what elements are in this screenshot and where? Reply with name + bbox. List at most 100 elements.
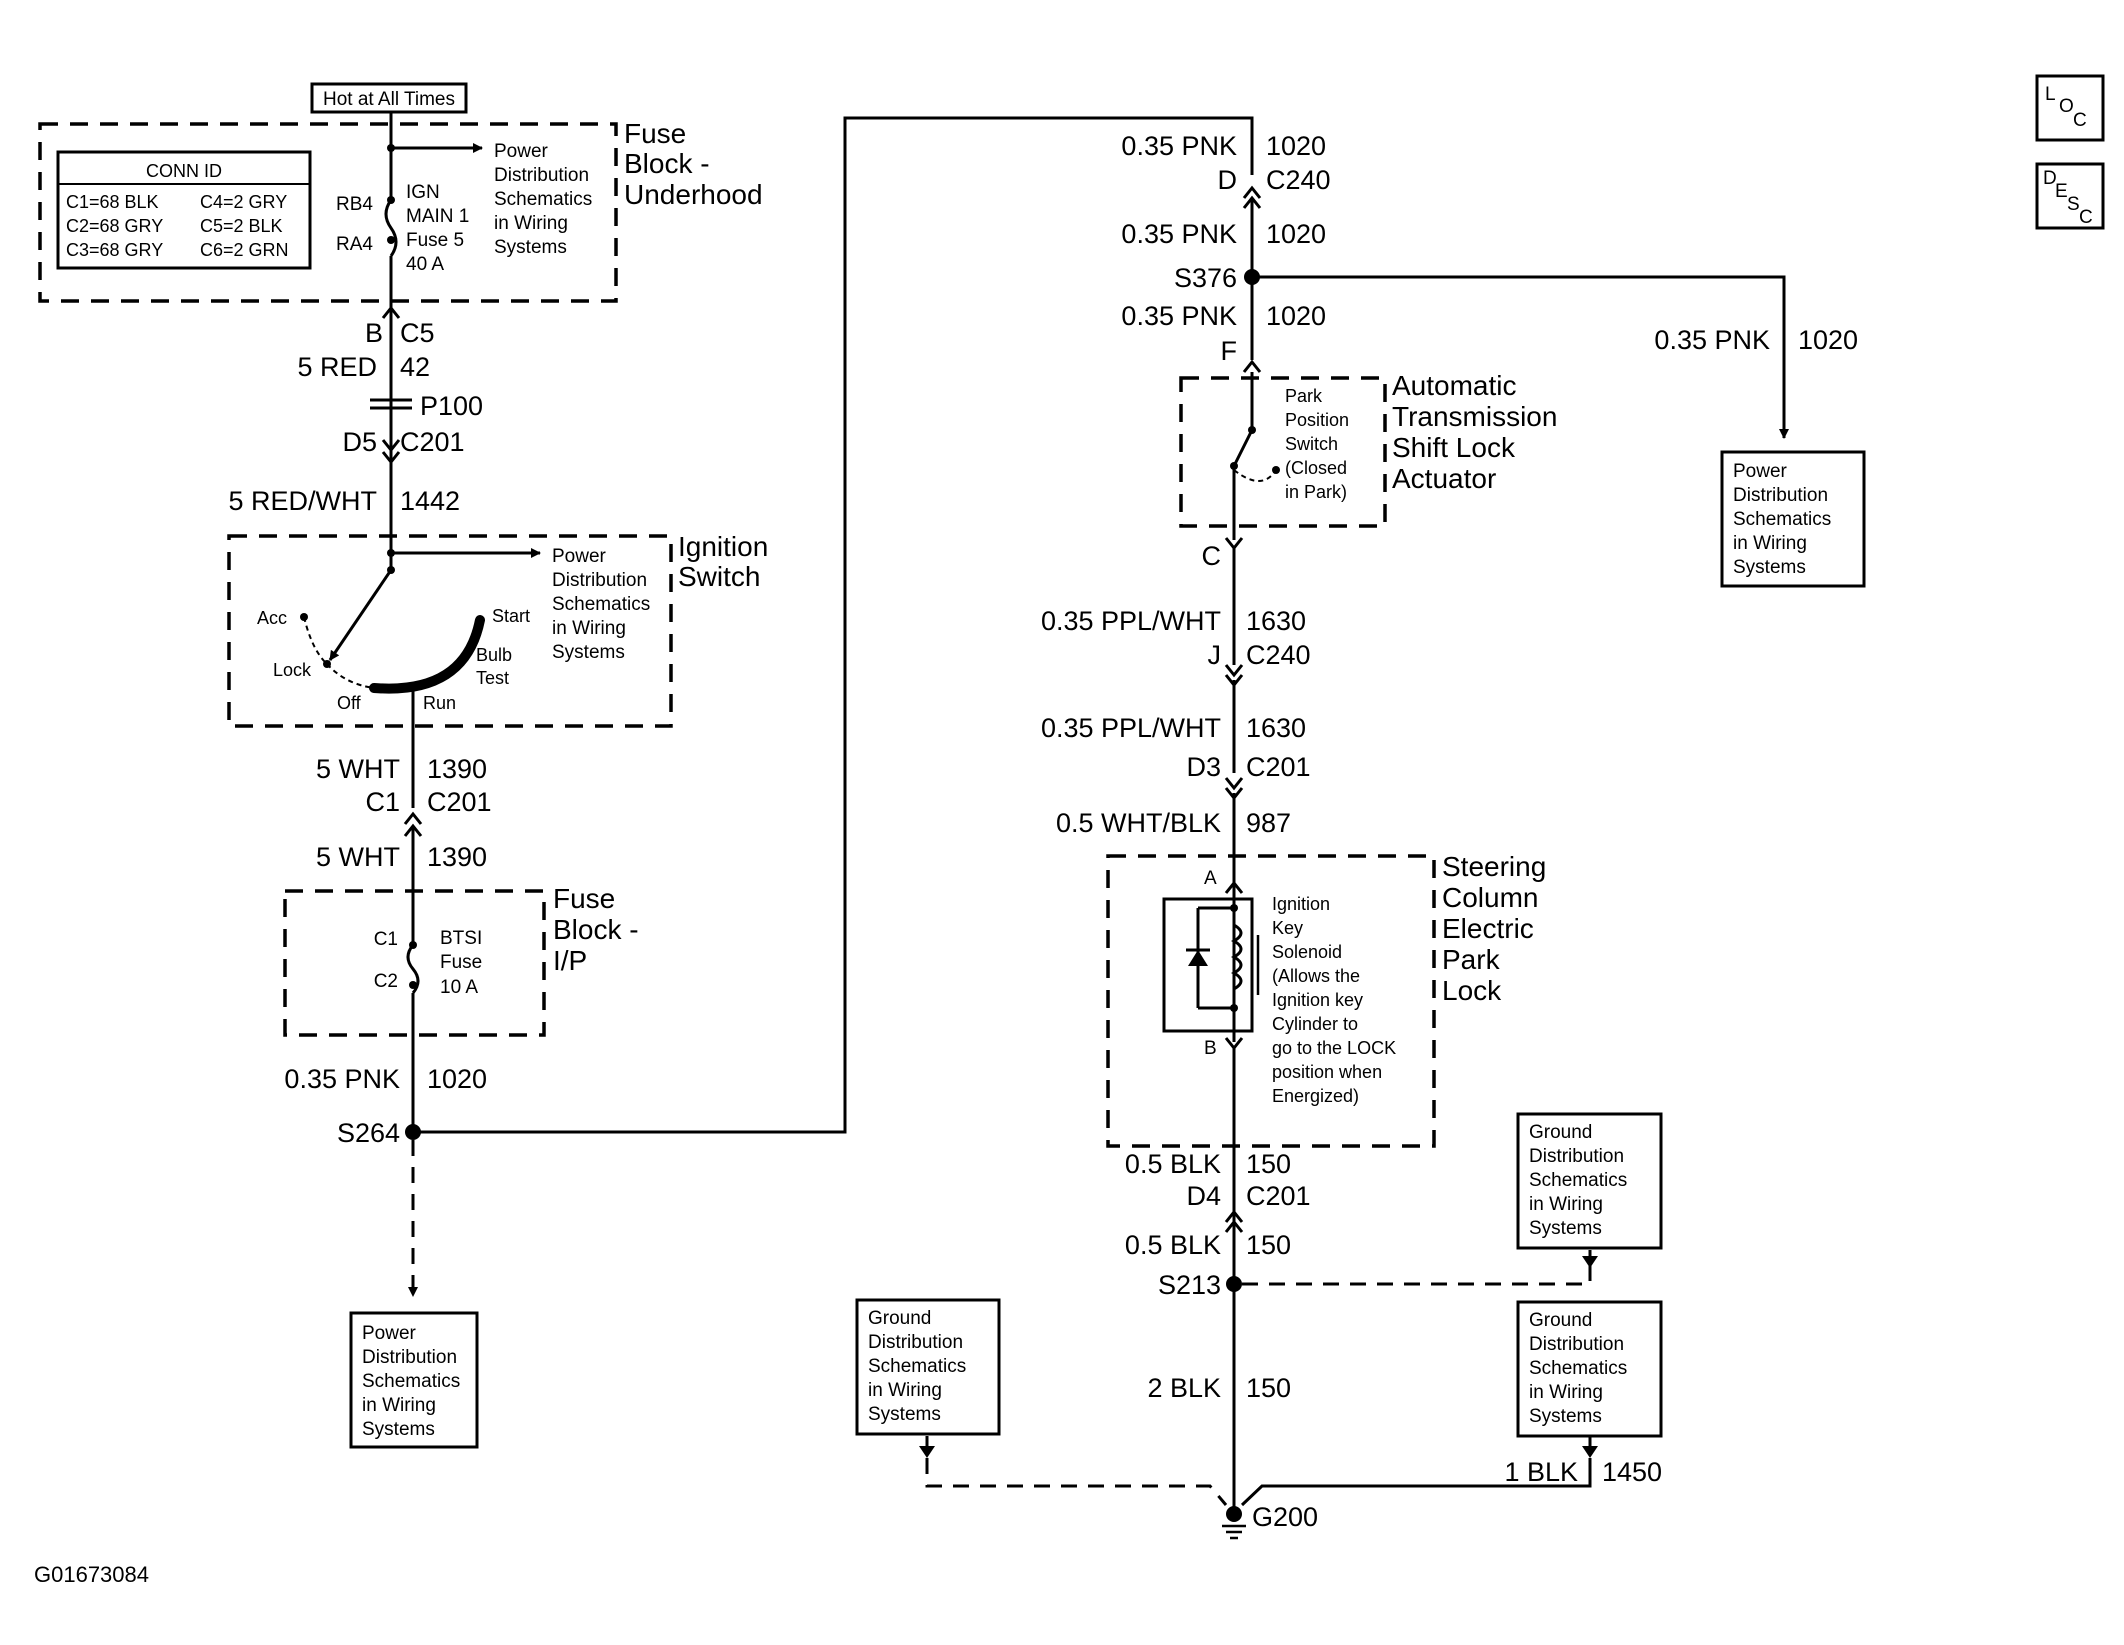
label-c201: C201 <box>1246 752 1311 782</box>
wire-label: 2 BLK <box>1147 1373 1221 1403</box>
solenoid-text: Ignition <box>1272 894 1330 914</box>
solenoid-text: Key <box>1272 918 1303 938</box>
ground-g200 <box>1222 1506 1246 1540</box>
conn-id-row: C5=2 BLK <box>200 216 283 236</box>
ign-title-2: Switch <box>678 561 760 592</box>
pin-c2: C2 <box>374 971 398 992</box>
circuit-number: 1390 <box>427 842 487 872</box>
fuse-block-ip-box <box>283 889 546 1037</box>
box-text: in Wiring <box>868 1380 942 1401</box>
wire-label: 5 RED <box>297 352 377 382</box>
ign-main-fuse: RB4 RA4 IGN MAIN 1 Fuse 5 40 A <box>336 112 483 301</box>
box-text: Ground <box>868 1308 931 1329</box>
ignition-switch-box <box>227 534 673 728</box>
fuse-block-underhood-title: Fuse Block - Underhood <box>624 118 763 210</box>
steering-column-lock-title: Steering Column Electric Park Lock <box>1442 851 1546 1006</box>
solenoid-description: Ignition Key Solenoid (Allows the Igniti… <box>1272 894 1396 1106</box>
pos-start: Start <box>492 606 530 626</box>
power-ref-text: Systems <box>494 237 567 258</box>
box-text: Distribution <box>868 1332 963 1353</box>
ground-arrow-right-bottom <box>1582 1446 1598 1458</box>
power-ref-text: in Wiring <box>494 213 568 234</box>
box-text: Schematics <box>1529 1170 1627 1191</box>
ignition-power-reference: Power Distribution Schematics in Wiring … <box>552 546 650 663</box>
hot-label-text: Hot at All Times <box>323 89 455 110</box>
circuit-number: 1442 <box>400 486 460 516</box>
label-d: D <box>1218 165 1238 195</box>
wire-label: 0.35 PNK <box>1121 301 1237 331</box>
conn-id-row: C1=68 BLK <box>66 192 159 212</box>
power-ref-text: Power <box>494 141 549 162</box>
power-ref-text: Distribution <box>552 570 647 591</box>
fuse-text: MAIN 1 <box>406 206 469 227</box>
ground-arrow-right-top <box>1582 1256 1598 1268</box>
power-distribution-box-left: Power Distribution Schematics in Wiring … <box>349 1311 479 1449</box>
circuit-number: 987 <box>1246 808 1291 838</box>
box-text: Power <box>1733 461 1788 482</box>
label-c240: C240 <box>1266 165 1331 195</box>
ground-distribution-box-right-top: Ground Distribution Schematics in Wiring… <box>1516 1112 1663 1250</box>
splice-s213 <box>1226 1276 1242 1292</box>
steering-title-4: Park <box>1442 944 1501 975</box>
desc-icon[interactable]: D E S C <box>2035 162 2105 230</box>
wire-label: 0.35 PNK <box>1121 131 1237 161</box>
circuit-number: 150 <box>1246 1149 1291 1179</box>
box-text: in Wiring <box>1733 533 1807 554</box>
circuit-number: 1390 <box>427 754 487 784</box>
power-ref-text: Schematics <box>494 189 592 210</box>
ignition-switch-title: Ignition Switch <box>678 531 768 592</box>
pos-acc: Acc <box>257 608 287 628</box>
ground-distribution-box-right-bottom: Ground Distribution Schematics in Wiring… <box>1516 1300 1663 1438</box>
box-text: Schematics <box>1529 1358 1627 1379</box>
solenoid-text: (Allows the <box>1272 966 1360 986</box>
label-f: F <box>1221 336 1238 366</box>
wire-s376-branch <box>1252 275 1789 439</box>
fuse-block-underhood-box <box>38 122 618 303</box>
box-text: Schematics <box>868 1356 966 1377</box>
desc-letter: S <box>2067 194 2080 215</box>
box-text: Systems <box>1733 557 1806 578</box>
label-d3: D3 <box>1186 752 1221 782</box>
circuit-number: 1630 <box>1246 606 1306 636</box>
box-text: in Wiring <box>1529 1194 1603 1215</box>
ignition-key-solenoid <box>1162 888 1260 1042</box>
box-text: Ground <box>1529 1122 1592 1143</box>
loc-icon[interactable]: L O C <box>2035 74 2105 142</box>
ignition-positions: Acc Lock Off Run Start Bulb Test <box>257 606 530 713</box>
circuit-number: 1020 <box>1266 131 1326 161</box>
conn-id-row: C2=68 GRY <box>66 216 163 236</box>
loc-letter: L <box>2045 84 2056 105</box>
shift-title-3: Shift Lock <box>1392 432 1516 463</box>
connector-c201-d4 <box>1224 1209 1244 1233</box>
shift-title-4: Actuator <box>1392 463 1496 494</box>
switch-text: in Park) <box>1285 482 1347 502</box>
steering-title-1: Steering <box>1442 851 1546 882</box>
circuit-number: 1020 <box>1798 325 1858 355</box>
pin-c1: C1 <box>374 929 398 950</box>
wire-label: 0.5 BLK <box>1125 1230 1221 1260</box>
steering-title-2: Column <box>1442 882 1538 913</box>
box-text: Systems <box>868 1404 941 1425</box>
wire-label: 0.5 WHT/BLK <box>1056 808 1221 838</box>
desc-letter: D <box>2043 168 2057 189</box>
conn-id-row: C6=2 GRN <box>200 240 289 260</box>
fuse-text: 10 A <box>440 977 478 998</box>
wire-label: 0.35 PNK <box>284 1064 400 1094</box>
ign-title-1: Ignition <box>678 531 768 562</box>
box-text: Ground <box>1529 1310 1592 1331</box>
pin-b: B <box>1204 1038 1217 1059</box>
fuse-underhood-title-3: Underhood <box>624 179 763 210</box>
label-c201: C201 <box>427 787 492 817</box>
solenoid-text: Ignition key <box>1272 990 1363 1010</box>
fuse-block-ip-title: Fuse Block - I/P <box>553 883 639 976</box>
fuse-text: IGN <box>406 182 440 203</box>
box-text: Schematics <box>1733 509 1831 530</box>
power-ref-text: Power <box>552 546 607 567</box>
pos-lock: Lock <box>273 660 312 680</box>
wire-label: 0.35 PNK <box>1121 219 1237 249</box>
wire-label: 5 WHT <box>316 754 400 784</box>
label-j: J <box>1208 640 1222 670</box>
circuit-number: 150 <box>1246 1373 1291 1403</box>
box-text: Power <box>362 1323 417 1344</box>
